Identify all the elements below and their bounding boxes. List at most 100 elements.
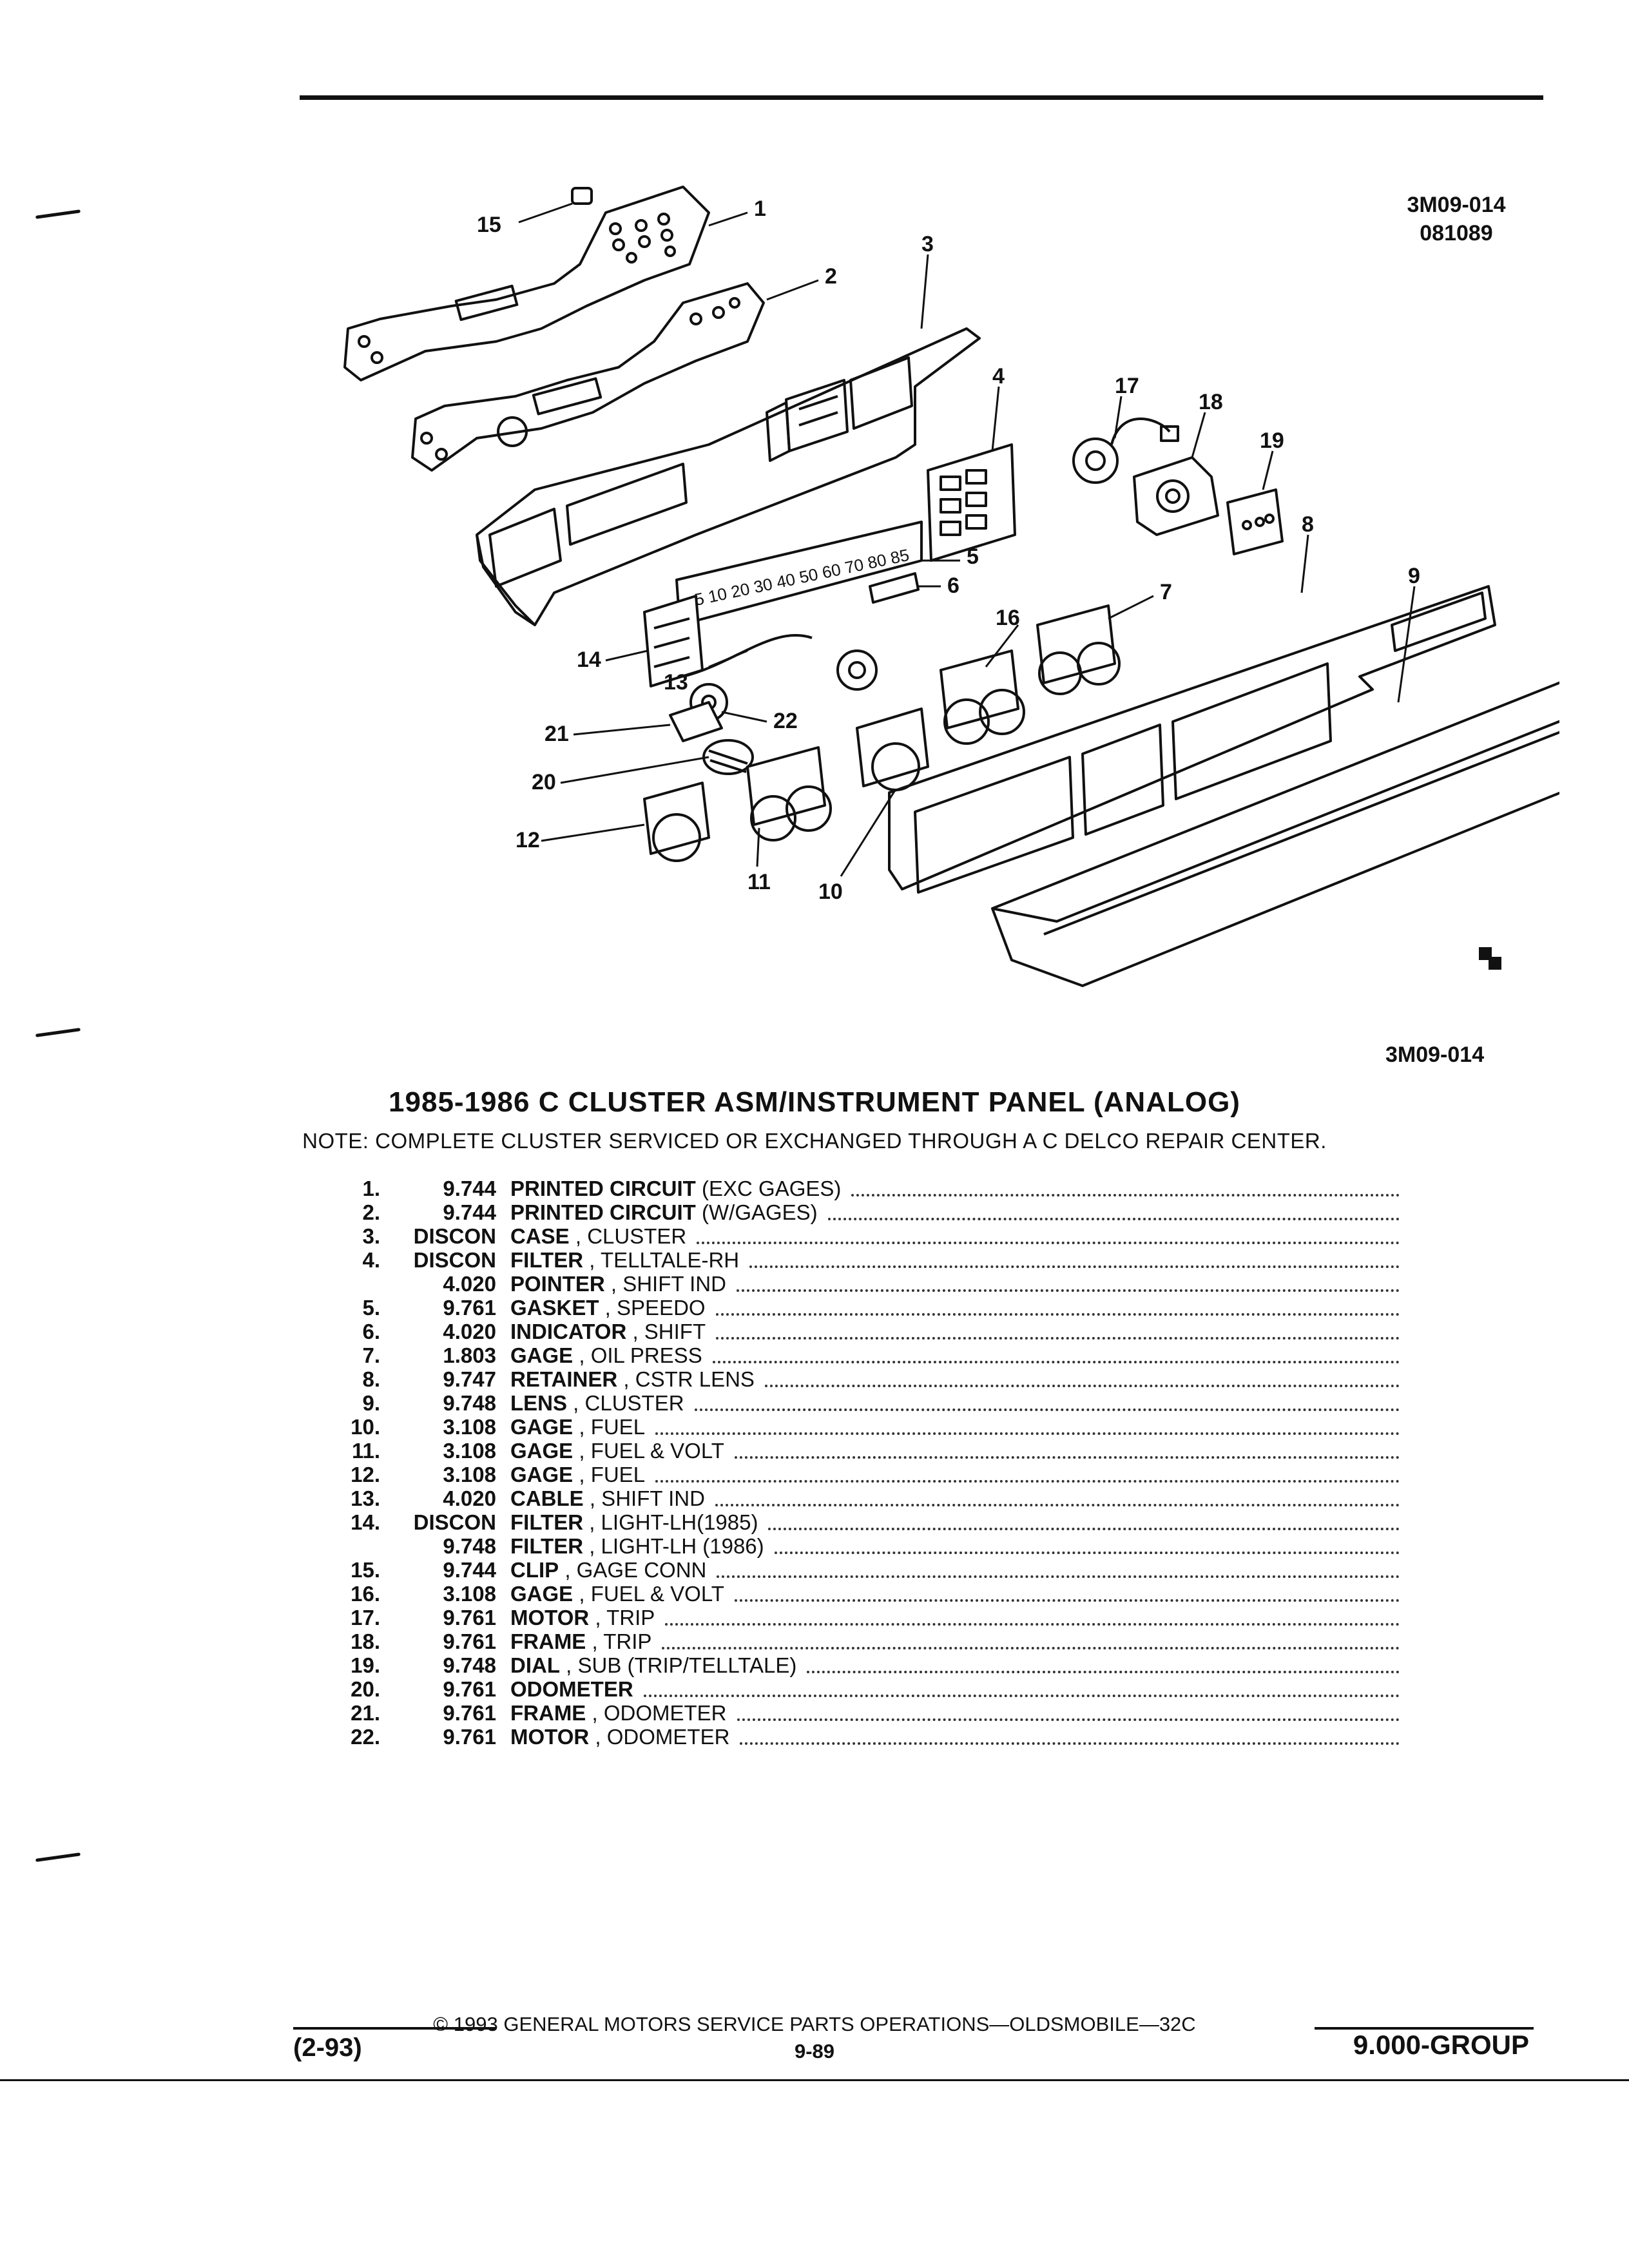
- dot-leader: [749, 1253, 1400, 1268]
- part-detail: , FUEL: [573, 1462, 646, 1486]
- dot-leader: [734, 1586, 1400, 1602]
- callout-9: 9: [1408, 564, 1420, 588]
- service-note: NOTE: COMPLETE CLUSTER SERVICED OR EXCHA…: [302, 1129, 1327, 1153]
- callout-15: 15: [477, 213, 501, 237]
- callout-20: 20: [532, 770, 556, 794]
- part-description: MOTOR , ODOMETER: [510, 1725, 729, 1749]
- part-name: MOTOR: [510, 1724, 590, 1749]
- part-description: GAGE , FUEL & VOLT: [510, 1439, 724, 1463]
- part-description: ODOMETER: [510, 1677, 633, 1702]
- fuel-gage-12-part: [643, 782, 710, 862]
- top-rule: [300, 95, 1543, 100]
- part-name: GAGE: [510, 1343, 574, 1367]
- dot-leader: [717, 1562, 1400, 1578]
- part-group-code: 9.748: [443, 1390, 496, 1415]
- part-description: PRINTED CIRCUIT (EXC GAGES): [510, 1177, 841, 1201]
- part-detail: , FUEL & VOLT: [573, 1581, 724, 1606]
- part-number: 17.: [351, 1605, 380, 1629]
- part-name: GAGE: [510, 1438, 574, 1463]
- part-number: 2.: [362, 1200, 380, 1224]
- part-detail: , GAGE CONN: [559, 1557, 707, 1582]
- part-detail: , FUEL: [573, 1414, 646, 1439]
- dot-leader: [734, 1443, 1400, 1459]
- part-name: DIAL: [510, 1653, 560, 1677]
- part-description: GAGE , FUEL: [510, 1463, 645, 1487]
- part-group-code: 4.020: [443, 1319, 496, 1343]
- callout-19: 19: [1260, 428, 1284, 453]
- dot-leader: [807, 1658, 1400, 1673]
- part-number: 19.: [351, 1653, 380, 1677]
- callout-12: 12: [516, 828, 540, 852]
- dot-leader: [774, 1539, 1400, 1554]
- part-number: 4.: [362, 1247, 380, 1272]
- parts-row: 15. 9.744 CLIP , GAGE CONN: [322, 1558, 1405, 1582]
- part-name: CLIP: [510, 1557, 559, 1582]
- part-name: FRAME: [510, 1700, 586, 1725]
- dot-leader: [655, 1467, 1400, 1483]
- part-description: FILTER , LIGHT-LH (1986): [510, 1534, 764, 1559]
- dot-leader: [694, 1396, 1400, 1411]
- part-group-code: 9.761: [443, 1629, 496, 1653]
- part-group-code: 9.761: [443, 1295, 496, 1320]
- part-number: 12.: [351, 1462, 380, 1486]
- callout-1: 1: [754, 197, 766, 221]
- part-name: LENS: [510, 1390, 568, 1415]
- part-description: DIAL , SUB (TRIP/TELLTALE): [510, 1653, 796, 1678]
- part-description: GAGE , FUEL & VOLT: [510, 1582, 724, 1606]
- footer-rule-left: [293, 2027, 496, 2030]
- exploded-cluster-diagram: 5 10 20 30 40 50 60 70 80 85: [343, 186, 1559, 987]
- dot-leader: [740, 1729, 1400, 1745]
- dot-leader: [655, 1419, 1400, 1435]
- part-detail: , CSTR LENS: [617, 1367, 755, 1391]
- part-name: FRAME: [510, 1629, 586, 1653]
- fuel-gage-10-part: [856, 707, 929, 791]
- gm-service-logo: [1479, 947, 1501, 970]
- dot-leader: [764, 1372, 1400, 1387]
- part-number: 13.: [351, 1486, 380, 1510]
- callout-18: 18: [1199, 390, 1223, 414]
- part-description: FRAME , ODOMETER: [510, 1701, 727, 1725]
- figure-id-bottom: 3M09-014: [1385, 1043, 1485, 1067]
- part-group-code: 9.748: [443, 1653, 496, 1677]
- part-group-code: 9.744: [443, 1557, 496, 1582]
- callout-10: 10: [818, 879, 843, 904]
- part-description: FILTER , LIGHT-LH(1985): [510, 1510, 758, 1535]
- dot-leader: [715, 1300, 1400, 1316]
- part-detail: , SUB (TRIP/TELLTALE): [560, 1653, 797, 1677]
- odometer-frame-21-part: [669, 701, 723, 742]
- part-number: 1.: [362, 1176, 380, 1200]
- part-number: 11.: [351, 1438, 380, 1463]
- part-name: PRINTED CIRCUIT: [510, 1200, 696, 1224]
- punch-mark: [35, 1852, 81, 1862]
- callout-6: 6: [947, 573, 959, 598]
- group-label: 9.000-GROUP: [1353, 2030, 1529, 2060]
- fuel-volt-gage-11-part: [746, 746, 832, 841]
- part-number: 15.: [351, 1557, 380, 1582]
- figure-date-line: 081089: [1420, 221, 1493, 245]
- part-group-code: 1.803: [443, 1343, 496, 1367]
- part-description: INDICATOR , SHIFT: [510, 1320, 706, 1344]
- footer-copyright: © 1993 GENERAL MOTORS SERVICE PARTS OPER…: [433, 2013, 1196, 2035]
- callout-13: 13: [664, 670, 688, 695]
- part-detail: , ODOMETER: [586, 1700, 727, 1725]
- callout-4: 4: [992, 364, 1005, 389]
- shift-indicator-6-part: [869, 572, 920, 604]
- part-detail: , CLUSTER: [569, 1224, 687, 1248]
- part-name: POINTER: [510, 1271, 605, 1296]
- part-description: CASE , CLUSTER: [510, 1224, 686, 1249]
- punch-mark: [35, 209, 81, 219]
- part-group-code: 9.761: [443, 1605, 496, 1629]
- part-description: CABLE , SHIFT IND: [510, 1486, 705, 1511]
- lens-retainer-8-part: [888, 585, 1496, 894]
- part-group-code: 3.108: [443, 1414, 496, 1439]
- part-description: GAGE , FUEL: [510, 1415, 645, 1439]
- callout-2: 2: [825, 264, 837, 289]
